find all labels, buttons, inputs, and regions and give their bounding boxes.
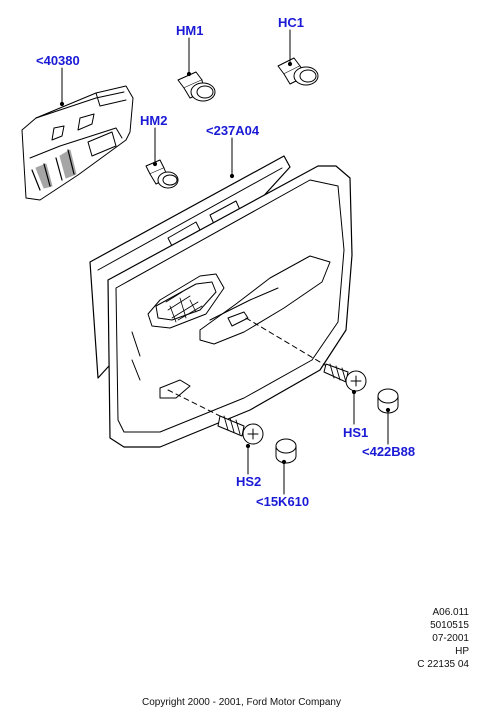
hm2-clip bbox=[145, 159, 179, 189]
callout-hc1[interactable]: HC1 bbox=[278, 15, 304, 30]
callout-40380[interactable]: <40380 bbox=[36, 53, 80, 68]
hs2-screw bbox=[217, 415, 264, 445]
fastener-axis-lines bbox=[167, 317, 331, 419]
door-trim-panel bbox=[107, 165, 353, 448]
info-line: 07-2001 bbox=[432, 633, 469, 644]
hm1-clip bbox=[177, 71, 216, 102]
leader-lines bbox=[59, 29, 391, 495]
drawing-info-block: A06.011 5010515 07-2001 HP C 22135 04 bbox=[417, 606, 469, 671]
copyright-notice: Copyright 2000 - 2001, Ford Motor Compan… bbox=[142, 697, 341, 708]
info-line: 5010515 bbox=[430, 620, 469, 631]
info-line: C 22135 04 bbox=[417, 659, 469, 670]
callout-237a04[interactable]: <237A04 bbox=[206, 123, 260, 138]
15k610-cap bbox=[275, 438, 297, 464]
422b88-cap bbox=[377, 388, 399, 414]
callout-15k610[interactable]: <15K610 bbox=[256, 494, 309, 509]
armrest-handle-part bbox=[21, 85, 134, 201]
callout-hm1[interactable]: HM1 bbox=[176, 23, 203, 38]
callout-hm2[interactable]: HM2 bbox=[140, 113, 167, 128]
info-line: A06.011 bbox=[432, 607, 469, 618]
callout-422b88[interactable]: <422B88 bbox=[362, 444, 415, 459]
hs1-screw bbox=[323, 363, 367, 392]
info-line: HP bbox=[455, 646, 469, 657]
hc1-clip bbox=[277, 57, 319, 86]
callout-hs2[interactable]: HS2 bbox=[236, 474, 261, 489]
callout-hs1[interactable]: HS1 bbox=[343, 425, 368, 440]
